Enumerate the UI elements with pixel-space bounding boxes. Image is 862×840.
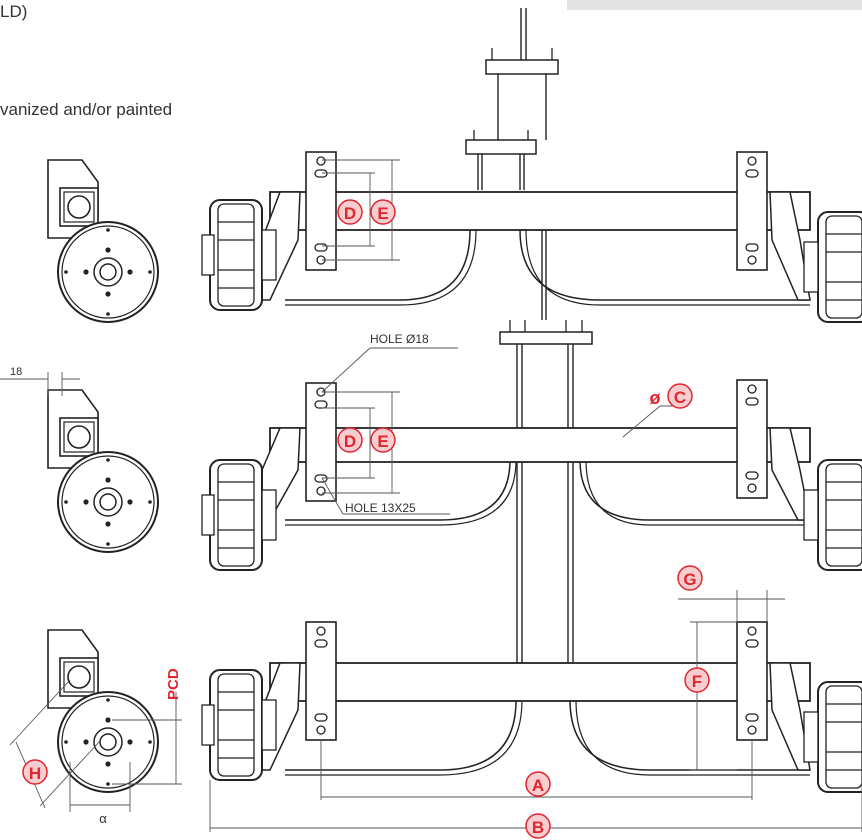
svg-text:F: F — [692, 672, 702, 691]
diameter-symbol: ø — [650, 388, 661, 408]
bracket-mid — [499, 331, 593, 345]
badge-f: F — [684, 667, 710, 693]
badge-e-axle-1: E — [370, 199, 396, 225]
svg-text:D: D — [344, 432, 356, 451]
svg-text:G: G — [683, 570, 696, 589]
badge-e-axle-2: E — [370, 427, 396, 453]
hole-13x25-label: HOLE 13X25 — [345, 501, 416, 515]
axle-1 — [201, 151, 862, 323]
badge-b: B — [525, 813, 551, 839]
badge-g: G — [677, 565, 703, 591]
bracket-top-1 — [485, 59, 559, 75]
side-view-3 — [47, 629, 159, 793]
drawbar-rods — [477, 8, 574, 690]
badge-h: H — [22, 759, 48, 785]
badge-d-axle-1: D — [337, 199, 363, 225]
axle-3 — [201, 621, 862, 793]
side-view-2 — [47, 389, 159, 553]
bracket-top-2 — [465, 139, 537, 155]
side-view-1 — [47, 159, 159, 323]
svg-text:B: B — [532, 818, 544, 837]
svg-text:E: E — [377, 432, 388, 451]
badge-c: ø C — [650, 383, 693, 409]
dim-18-label: 18 — [10, 366, 22, 378]
header-text-line2: vanized and/or painted — [0, 100, 173, 119]
svg-text:A: A — [532, 776, 544, 795]
svg-text:C: C — [674, 388, 686, 407]
badge-d-axle-2: D — [337, 427, 363, 453]
hole-18-label: HOLE Ø18 — [370, 332, 429, 346]
alpha-label: α — [99, 811, 107, 826]
svg-text:D: D — [344, 204, 356, 223]
svg-text:H: H — [29, 764, 41, 783]
svg-text:E: E — [377, 204, 388, 223]
badge-a: A — [525, 771, 551, 797]
axle-2 — [201, 379, 862, 571]
header-text-line1: LD) — [0, 2, 28, 21]
header-grey-bar — [567, 0, 862, 10]
pcd-label: PCD — [165, 668, 182, 700]
